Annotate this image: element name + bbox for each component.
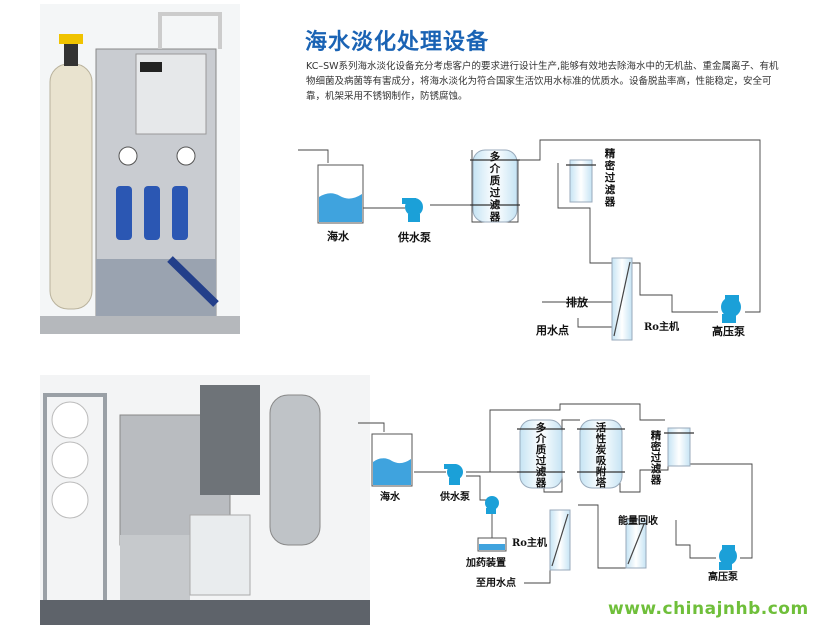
- label-ro-unit: Ro主机: [644, 320, 679, 333]
- label-multimedia-filter: 多介质过滤器: [489, 150, 501, 223]
- label-water-point-2: 至用水点: [476, 576, 516, 589]
- label-supply-pump: 供水泵: [397, 230, 431, 244]
- equipment-photo-top: [40, 4, 240, 334]
- label-dosing-device: 加药装置: [465, 556, 506, 569]
- page-title: 海水淡化处理设备: [305, 30, 490, 55]
- label-precision-filter: 精密过滤器: [604, 147, 616, 208]
- seawater-tank-2: [371, 433, 413, 487]
- label-multimedia-filter-2: 多介质过滤器: [535, 421, 547, 489]
- label-water-point: 用水点: [536, 323, 569, 337]
- label-ro-unit-2: Ro主机: [512, 536, 547, 549]
- website-url: www.chinajnhb.com: [608, 599, 809, 619]
- activated-carbon-tower: [577, 419, 625, 489]
- supply-pump-icon-2: [444, 464, 463, 485]
- precision-filter: [566, 159, 596, 203]
- label-high-pressure-pump: 高压泵: [712, 324, 745, 338]
- multimedia-filter-tank-2: [517, 419, 565, 489]
- label-seawater: 海水: [327, 229, 350, 243]
- supply-pump-icon: [402, 198, 423, 222]
- diagram-2: 海水 供水泵 多介质过滤器 活性炭吸附塔 精密过滤器 加药装置 Ro主机 能量回…: [358, 403, 753, 589]
- label-supply-pump-2: 供水泵: [439, 490, 471, 503]
- multimedia-filter-tank: [470, 149, 520, 223]
- dosing-pump-icon: [485, 496, 499, 514]
- ro-unit: [611, 257, 633, 341]
- precision-filter-2: [664, 427, 694, 467]
- seawater-tank: [317, 164, 364, 224]
- label-seawater-2: 海水: [380, 490, 401, 503]
- high-pressure-pump-icon-2: [719, 545, 737, 570]
- ro-unit-2: [549, 509, 571, 571]
- label-high-pressure-pump-2: 高压泵: [708, 570, 739, 583]
- label-discharge: 排放: [566, 295, 589, 309]
- equipment-photo-bottom: [40, 375, 370, 625]
- diagram-1: 海水 供水泵 多介质过滤器 精密过滤器 排放 用水点 Ro主机 高压泵: [298, 139, 761, 341]
- dosing-tank: [477, 537, 507, 552]
- description: KC–SW系列海水淡化设备充分考虑客户的要求进行设计生产,能够有效地去除海水中的…: [306, 61, 779, 102]
- label-energy-recovery: 能量回收: [618, 514, 658, 527]
- high-pressure-pump-icon: [721, 295, 741, 323]
- energy-recovery-unit: [625, 519, 647, 569]
- label-precision-filter-2: 精密过滤器: [650, 429, 662, 486]
- label-activated-carbon: 活性炭吸附塔: [596, 421, 607, 489]
